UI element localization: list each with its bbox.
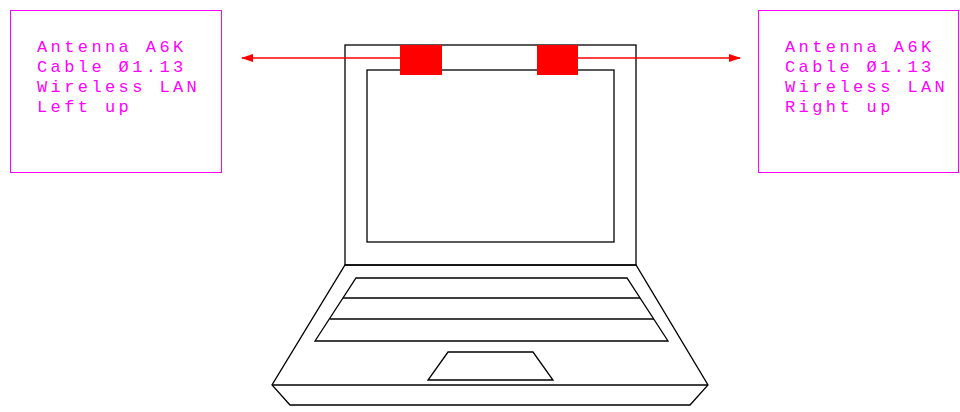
antenna-module <box>400 45 442 75</box>
leader-arrow <box>242 57 400 59</box>
callout-text: Cable Ø1.13 <box>785 58 952 78</box>
callout-box: Antenna A6KCable Ø1.13Wireless LANLeft u… <box>10 10 222 173</box>
callout-text: Wireless LAN <box>785 78 952 98</box>
callout-box: Antenna A6KCable Ø1.13Wireless LANRight … <box>758 10 959 173</box>
screen-lid <box>345 45 636 265</box>
callout-text: Cable Ø1.13 <box>37 58 215 78</box>
touchpad <box>428 352 553 380</box>
callout-text: Wireless LAN <box>37 78 215 98</box>
laptop-base <box>272 265 708 405</box>
keyboard-row <box>343 297 640 298</box>
callout-text: Antenna A6K <box>37 38 215 58</box>
keyboard-row <box>330 318 654 319</box>
screen-display <box>367 70 614 242</box>
callout-text: Left up <box>37 98 215 118</box>
leader-arrow <box>578 57 740 59</box>
callout-text: Right up <box>785 98 952 118</box>
callout-text: Antenna A6K <box>785 38 952 58</box>
keyboard <box>315 278 668 341</box>
antenna-module <box>537 45 578 75</box>
base-front-edge <box>272 384 708 385</box>
